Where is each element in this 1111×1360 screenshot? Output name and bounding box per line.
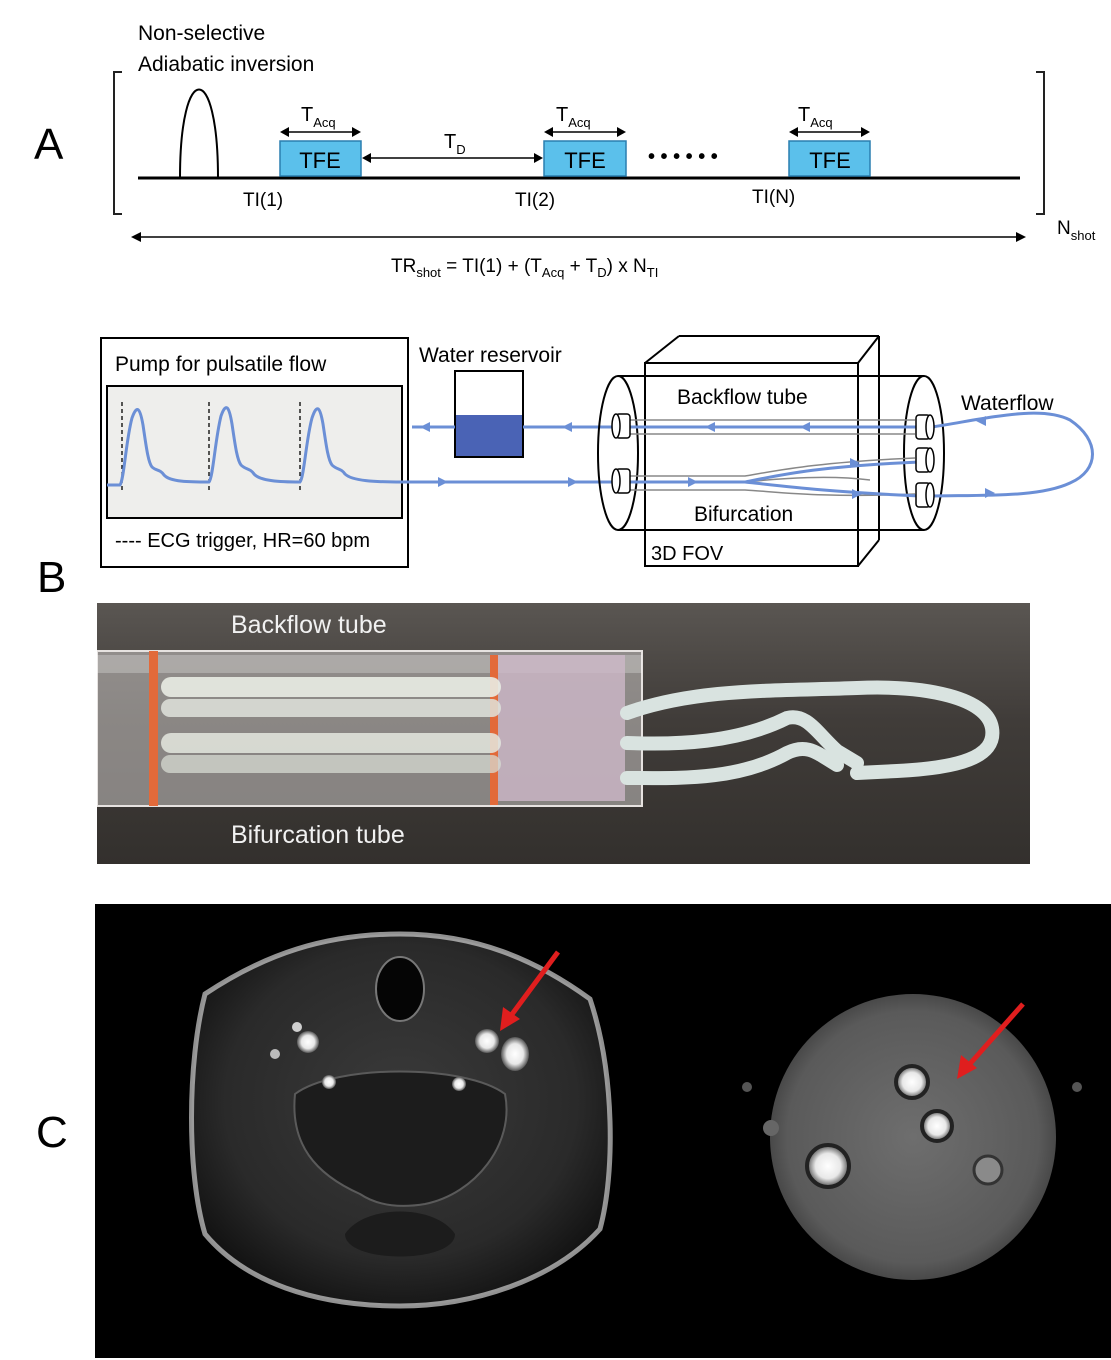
trshot-formula: TRshot = TI(1) + (TAcq + TD) x NTI xyxy=(391,256,658,280)
mri-images-drawing xyxy=(189,931,1082,1309)
panel-letter-c: C xyxy=(36,1108,68,1157)
ecg-legend: ---- ECG trigger, HR=60 bpm xyxy=(115,530,370,552)
left-bracket xyxy=(113,71,122,215)
tacq-label-3: TAcq xyxy=(798,104,833,130)
mri-images xyxy=(95,904,1111,1358)
tfe-label-2: TFE xyxy=(564,148,606,173)
pulse-label-line1: Non-selective xyxy=(138,22,265,45)
fov-box xyxy=(644,335,880,567)
right-ports xyxy=(915,414,935,508)
phantom-photo-tubing-loop xyxy=(620,680,1000,780)
backflow-label: Backflow tube xyxy=(677,386,808,409)
bifurcation-label: Bifurcation xyxy=(694,503,793,526)
pump-waveform-area xyxy=(106,385,403,519)
left-ports xyxy=(611,413,631,494)
td-label: TD xyxy=(444,131,466,157)
reservoir-water xyxy=(455,415,523,457)
tacq-arrow-1 xyxy=(280,127,361,137)
phantom-mri-slice xyxy=(742,994,1082,1280)
photo-bifurcation-label: Bifurcation tube xyxy=(231,821,405,849)
reservoir-container xyxy=(454,370,524,458)
neck-mri-slice xyxy=(189,931,613,1309)
photo-backflow-label: Backflow tube xyxy=(231,611,387,639)
ti-label-1: TI(1) xyxy=(243,190,283,211)
tfe-block-1 xyxy=(279,140,362,177)
fov-label: 3D FOV xyxy=(651,543,724,565)
mri-arrow-phantom xyxy=(957,1002,1025,1079)
phantom-photo-drawing xyxy=(97,650,1000,807)
td-arrow xyxy=(362,153,543,163)
reservoir-label: Water reservoir xyxy=(419,344,562,367)
supply-flow-arrows xyxy=(438,477,578,487)
phantom-flow-lines xyxy=(626,411,1094,498)
pulse-sequence-diagram: Non-selective Adiabatic inversion TFE TF… xyxy=(113,22,1096,280)
pump-title: Pump for pulsatile flow xyxy=(115,353,327,376)
ti-label-n: TI(N) xyxy=(752,187,795,208)
phantom-photo: Backflow tube Bifurcation tube xyxy=(97,603,1030,864)
tacq-arrow-3 xyxy=(789,127,870,137)
sequence-ellipsis: • • • • • • xyxy=(648,146,718,168)
panel-letter-a: A xyxy=(34,120,64,169)
tfe-label-1: TFE xyxy=(299,148,341,173)
phantom-photo-ring-2 xyxy=(490,655,498,805)
inversion-pulse-shape xyxy=(179,88,219,179)
ecg-trigger-lines xyxy=(121,402,301,492)
phantom-flow-arrows xyxy=(688,416,995,499)
tacq-label-1: TAcq xyxy=(301,104,336,130)
ti-label-2: TI(2) xyxy=(515,190,555,211)
waterflow-label: Waterflow xyxy=(961,392,1054,415)
tacq-arrow-2 xyxy=(544,127,626,137)
tacq-label-2: TAcq xyxy=(556,104,591,130)
tfe-block-2 xyxy=(543,140,627,177)
right-bracket xyxy=(1036,71,1045,215)
tfe-label-3: TFE xyxy=(809,148,851,173)
pulsatile-waveform xyxy=(107,406,403,487)
phantom-photo-endcap xyxy=(493,655,625,801)
return-flow-arrows xyxy=(420,422,572,432)
phantom-photo-ring-1 xyxy=(149,651,158,806)
panel-letter-b: B xyxy=(37,553,67,602)
mri-arrow-neck xyxy=(500,950,561,1031)
flow-phantom-schematic: Pump for pulsatile flow ---- ECG trigger… xyxy=(100,335,1094,568)
pulse-label-line2: Adiabatic inversion xyxy=(138,53,314,76)
nshot-label: Nshot xyxy=(1057,218,1096,243)
tfe-block-3 xyxy=(788,140,871,177)
trshot-arrow xyxy=(131,232,1026,242)
